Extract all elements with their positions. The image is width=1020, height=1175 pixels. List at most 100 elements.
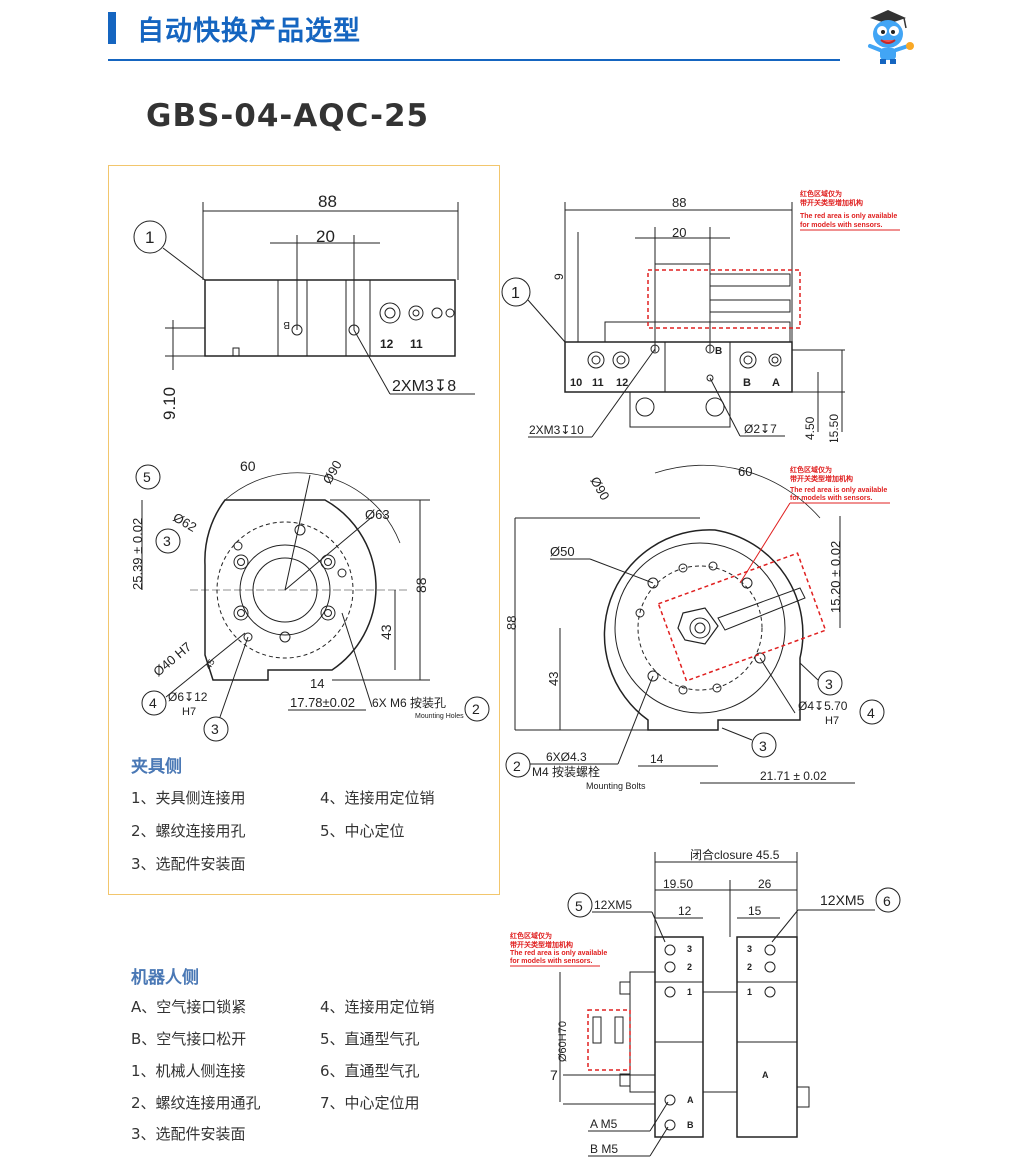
page-title: 自动快换产品选型 bbox=[137, 16, 361, 47]
red-note-en2-a: for models with sensors. bbox=[800, 222, 883, 229]
gripper-side-panel bbox=[108, 165, 500, 895]
rf-callout-2: 2 bbox=[513, 758, 521, 774]
dim-88-label: 88 bbox=[318, 192, 337, 211]
rs-port-11: 11 bbox=[592, 377, 604, 389]
as-m5a: 12XM5 bbox=[594, 898, 632, 912]
callout-2: 2 bbox=[472, 701, 480, 717]
robot-item-4: 4、连接用定位销 bbox=[320, 998, 435, 1016]
robot-item-2: 2、螺纹连接用通孔 bbox=[131, 1094, 261, 1112]
gripper-item-3: 3、选配件安装面 bbox=[131, 855, 246, 873]
dim-20-label: 20 bbox=[316, 227, 335, 246]
red-note-cn2-b: 带开关类型增加机构 bbox=[790, 474, 853, 483]
rf-phi90: Ø90 bbox=[587, 474, 612, 503]
rf-bolt-1: 6XØ4.3 bbox=[546, 750, 587, 764]
rs-dim-9: 9 bbox=[552, 273, 566, 280]
as-port-ar: A bbox=[762, 1070, 769, 1080]
m3x8-label: 2XM3↧8 bbox=[392, 378, 456, 395]
as-m5b: 12XM5 bbox=[820, 892, 865, 908]
robot-side-title: 机器人侧 bbox=[131, 968, 199, 988]
robot-side-view-drawing: 88 20 11 12 10 B A B 1 9 4.50 15.50 2XM3… bbox=[501, 189, 900, 442]
rf-phi50: Ø50 bbox=[550, 544, 575, 559]
angle-60-label: 60 bbox=[240, 458, 256, 474]
red-note-en2-c: for models with sensors. bbox=[510, 958, 593, 965]
red-note-en1-b: The red area is only available bbox=[790, 487, 887, 494]
robot-item-a: A、空气接口锁紧 bbox=[131, 998, 247, 1016]
robot-item-1: 1、机械人侧连接 bbox=[131, 1062, 246, 1080]
as-callout-6: 6 bbox=[883, 893, 891, 909]
assembly-side-view-drawing: 闭合closure 45.5 19.50 26 12 1 5 3 2 1 A B … bbox=[510, 847, 901, 1157]
header-accent-bar bbox=[108, 12, 116, 44]
rs-dim-450: 4.50 bbox=[803, 416, 817, 440]
rs-port-b: B bbox=[743, 377, 751, 389]
rf-bolt-2: M4 按装螺栓 bbox=[532, 764, 600, 779]
dim-43-label: 43 bbox=[378, 624, 394, 640]
as-callout-5: 5 bbox=[575, 898, 583, 914]
as-port-2r: 2 bbox=[747, 962, 752, 972]
red-note-en1-c: The red area is only available bbox=[510, 950, 607, 957]
rs-dim-88: 88 bbox=[672, 195, 686, 210]
red-note-cn1-a: 红色区域仅为 bbox=[800, 189, 842, 198]
rf-phi4: Ø4↧5.70 bbox=[798, 699, 848, 713]
red-note-en1-a: The red area is only available bbox=[800, 213, 897, 220]
rs-dim-1550: 15.50 bbox=[827, 414, 841, 442]
port-12-label: 12 bbox=[380, 337, 394, 351]
callout-3a: 3 bbox=[163, 533, 171, 549]
dim-910-label: 9.10 bbox=[160, 387, 179, 420]
red-note-cn2-c: 带开关类型增加机构 bbox=[510, 940, 573, 949]
rs-port-12: 12 bbox=[616, 377, 628, 389]
as-dim-1950: 19.50 bbox=[663, 877, 693, 891]
phi63-label: Ø63 bbox=[365, 507, 390, 522]
as-port-3: 3 bbox=[687, 944, 692, 954]
rs-port-b2: B bbox=[715, 346, 722, 357]
as-dim-26: 26 bbox=[758, 877, 772, 891]
as-phi60: Ø60H70 bbox=[557, 1021, 569, 1062]
gripper-side-view-drawing: 88 20 B 12 11 1 9.10 2XM3↧8 bbox=[133, 192, 475, 420]
as-port-1: 1 bbox=[687, 987, 692, 997]
phi40-label: Ø40 H7 bbox=[150, 639, 194, 679]
mascot-logo bbox=[868, 10, 914, 64]
rs-dim-20: 20 bbox=[672, 225, 686, 240]
as-closure: 闭合closure 45.5 bbox=[690, 847, 780, 862]
rs-port-a: A bbox=[772, 377, 780, 389]
as-bm5: B M5 bbox=[590, 1142, 618, 1156]
robot-item-b: B、空气接口松开 bbox=[131, 1030, 247, 1048]
dim-1778-label: 17.78±0.02 bbox=[290, 695, 355, 710]
rf-dim-88: 88 bbox=[504, 616, 519, 630]
red-note-cn1-c: 红色区域仅为 bbox=[510, 931, 552, 940]
red-note-cn2-a: 带开关类型增加机构 bbox=[800, 198, 863, 207]
rf-h7: H7 bbox=[825, 715, 839, 727]
robot-item-5: 5、直通型气孔 bbox=[320, 1030, 420, 1048]
tol-2539-label: 25.39 ± 0.02 bbox=[130, 518, 145, 590]
dim-88b-label: 88 bbox=[413, 577, 429, 593]
as-am5: A M5 bbox=[590, 1117, 618, 1131]
callout-5: 5 bbox=[143, 469, 151, 485]
model-number: GBS-04-AQC-25 bbox=[146, 98, 430, 134]
robot-item-6: 6、直通型气孔 bbox=[320, 1062, 420, 1080]
rf-dim-14: 14 bbox=[650, 752, 664, 766]
red-note-cn1-b: 红色区域仅为 bbox=[790, 465, 832, 474]
header-divider bbox=[108, 59, 840, 61]
rs-port-10: 10 bbox=[570, 377, 582, 389]
dim-14-label: 14 bbox=[310, 676, 324, 691]
phi6-label: Ø6↧12 bbox=[168, 690, 208, 704]
h7-label-a: H7 bbox=[182, 706, 196, 718]
as-port-a: A bbox=[687, 1095, 694, 1105]
gripper-side-title: 夹具侧 bbox=[131, 757, 182, 777]
callout-4: 4 bbox=[149, 695, 157, 711]
robot-item-7: 7、中心定位用 bbox=[320, 1094, 420, 1112]
rf-callout-3a: 3 bbox=[825, 676, 833, 692]
rf-tol-1520: 15.20 ± 0.02 bbox=[828, 541, 843, 613]
angle-45-label: 45 bbox=[203, 657, 217, 671]
gripper-item-2: 2、螺纹连接用孔 bbox=[131, 822, 246, 840]
port-b-label: B bbox=[283, 319, 290, 330]
as-dim-12: 12 bbox=[678, 904, 692, 918]
gripper-item-5: 5、中心定位 bbox=[320, 822, 405, 840]
rf-angle-60: 60 bbox=[738, 464, 752, 479]
as-port-1r: 1 bbox=[747, 987, 752, 997]
as-dim-7: 7 bbox=[550, 1067, 558, 1083]
callout-3b: 3 bbox=[211, 721, 219, 737]
callout-1: 1 bbox=[145, 228, 154, 247]
port-11-label: 11 bbox=[410, 337, 423, 351]
m6-label: 6X M6 按装孔 bbox=[372, 696, 446, 710]
as-port-b: B bbox=[687, 1120, 694, 1130]
